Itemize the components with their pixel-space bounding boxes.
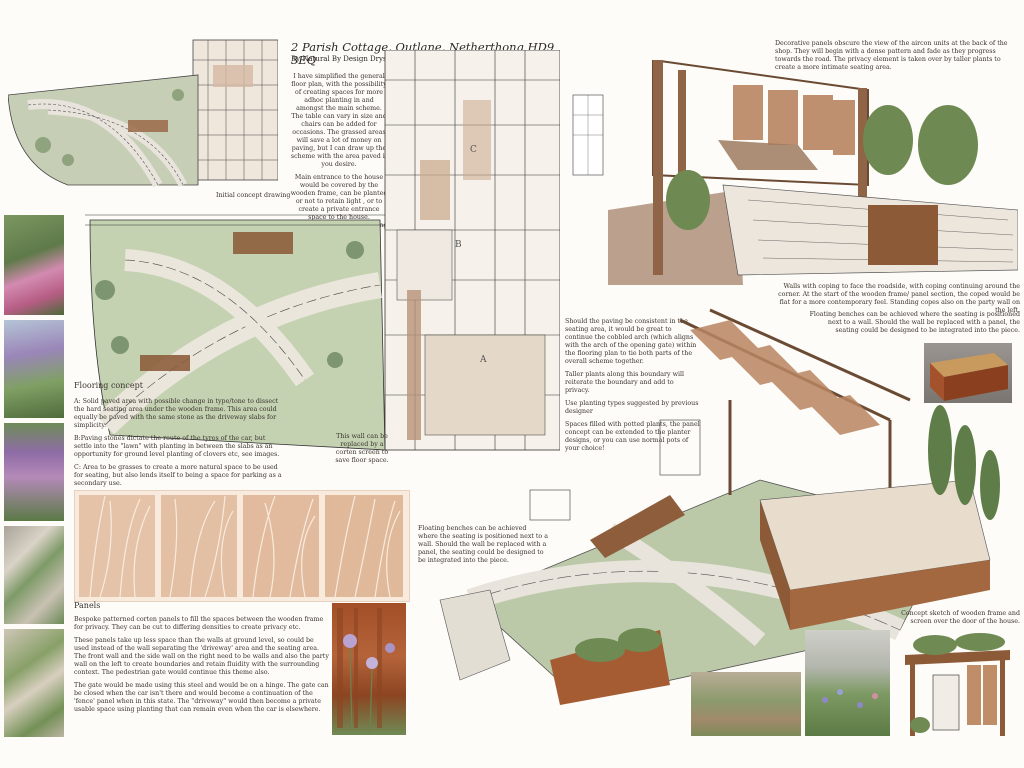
wildflower-photo [805,630,890,736]
panels-text: Bespoke patterned corten panels to fill … [74,616,329,719]
flooring-paragraph-a: A: Solid paved area with possible change… [74,398,279,429]
decorative-panels-note: Decorative panels obscure the view of th… [775,40,1008,71]
stepping-stones-photo [4,526,64,624]
plan-label-b: B [455,240,462,250]
plan-label-c: C [470,145,477,155]
flooring-paragraph-b: B:Paving stones dictate the route of the… [74,435,280,458]
pergola-perspective-sketch [568,60,1018,295]
initial-concept-caption: Initial concept drawing [216,192,291,199]
purple-flowers-photo [4,320,64,418]
door-frame-sketch [895,630,1020,736]
paving-note-1: Should the paving be consistent in the s… [565,318,697,365]
grasses-photo [691,672,801,736]
flooring-text: A: Solid paved area with possible change… [74,398,284,493]
paving-grass-photo [4,629,64,737]
flooring-heading: Flooring concept [74,381,143,390]
plan-label-a: A [480,355,487,365]
paving-note-2: Taller plants along this boundary will r… [565,371,685,394]
paving-note-3: Use planting types suggested by previous… [565,400,699,415]
corten-allium-photo [332,603,406,735]
paving-notes: Should the paving be consistent in the s… [565,318,700,458]
panels-paragraph-2: These panels take up less space than the… [74,637,329,676]
paving-note-4: Spaces filled with potted plants, the pa… [565,421,700,452]
panels-paragraph-1: Bespoke patterned corten panels to fill … [74,616,324,631]
panels-heading: Panels [74,601,101,610]
floating-benches-note-center: Floating benches can be achieved where t… [418,525,548,564]
wall-note: This wall can be replaced by a corten sc… [335,433,389,464]
flooring-paragraph-c: C: Area to be grasses to create a more n… [74,464,282,487]
floating-benches-note-right: Floating benches can be achieved where t… [809,311,1020,334]
floating-bench-photo [924,343,1012,403]
main-floor-plan [85,50,560,460]
walls-coping-note: Walls with coping to face the roadside, … [778,283,1020,314]
corten-panels-image [74,490,410,602]
panels-paragraph-3: The gate would be made using this steel … [74,682,329,713]
concept-sketch-caption: Concept sketch of wooden frame and scree… [901,610,1020,625]
foxglove-photo [4,215,64,315]
initial-concept-sketch [8,35,278,195]
lupin-photo [4,423,64,521]
floor-plan-note-1: I have simplified the general floor plan… [290,73,388,168]
